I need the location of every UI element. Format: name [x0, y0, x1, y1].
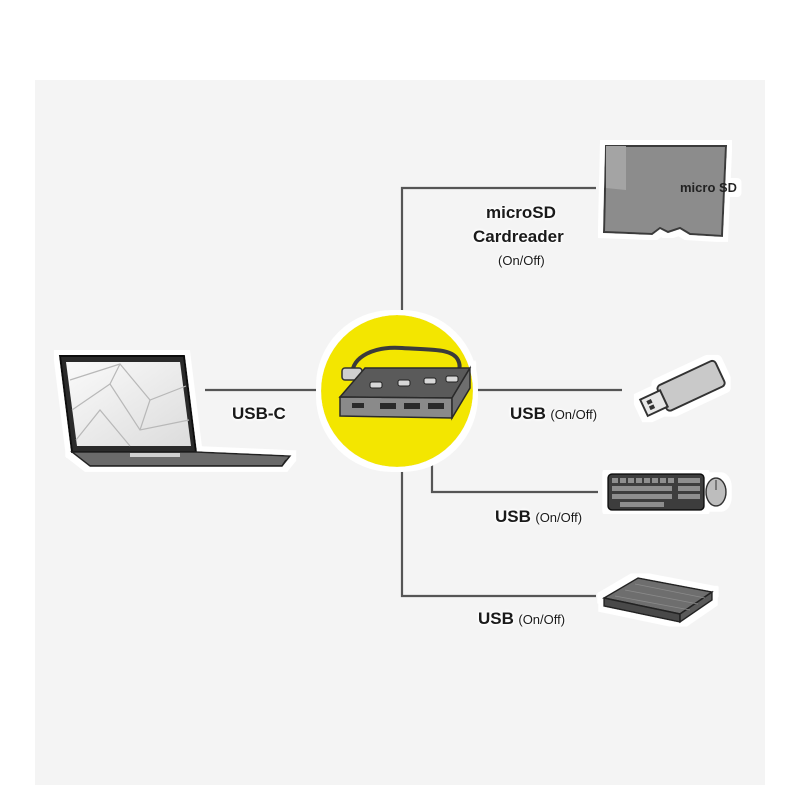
port2-state: (On/Off): [535, 510, 583, 525]
usb-hub-icon: [321, 315, 473, 467]
port3-main: USB: [478, 609, 514, 628]
sd-logo-text: micro SD: [680, 180, 737, 195]
microsd-card-icon: micro SD: [602, 145, 737, 238]
label-microsd-title-1: microSD: [486, 203, 556, 222]
laptop-icon: [58, 355, 292, 467]
external-drive-icon: [601, 577, 714, 624]
port1-state: (On/Off): [550, 407, 598, 422]
label-usb-port-1: USB (On/Off): [510, 404, 597, 424]
label-usb-c: USB-C: [232, 404, 286, 423]
usb-stick-icon: [638, 359, 726, 418]
port2-main: USB: [495, 507, 531, 526]
line-keyboard: [430, 465, 598, 494]
label-microsd-state: (On/Off): [498, 253, 545, 268]
connector-lines: [205, 186, 622, 598]
port3-state: (On/Off): [518, 612, 566, 627]
line-microsd: [400, 186, 596, 318]
label-usb-port-2: USB (On/Off): [495, 507, 582, 527]
port1-main: USB: [510, 404, 546, 423]
label-microsd-title-2: Cardreader: [473, 227, 564, 246]
keyboard-mouse-icon: [607, 473, 727, 511]
label-usb-port-3: USB (On/Off): [478, 609, 565, 629]
line-drive: [400, 468, 596, 598]
